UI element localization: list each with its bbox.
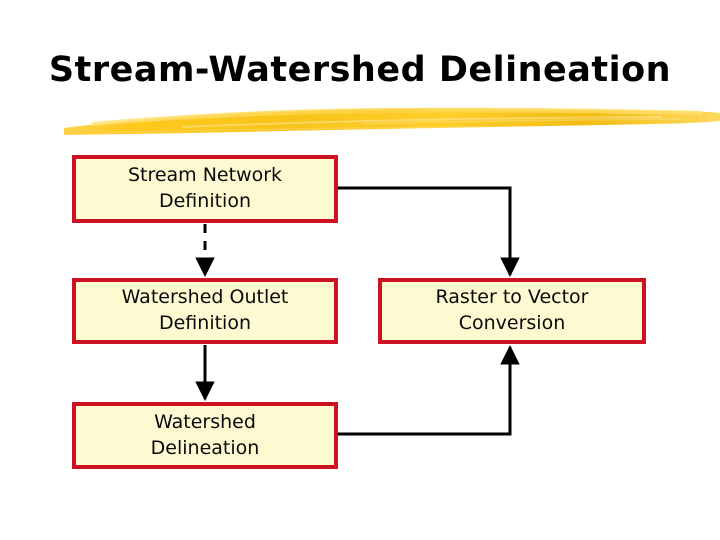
- connector-watershed-delineation-to-raster-vector: [338, 345, 520, 436]
- page-title: Stream-Watershed Delineation: [48, 50, 672, 90]
- connector-stream-network-to-raster-vector: [338, 186, 520, 277]
- title-underline-brushstroke: [64, 107, 720, 135]
